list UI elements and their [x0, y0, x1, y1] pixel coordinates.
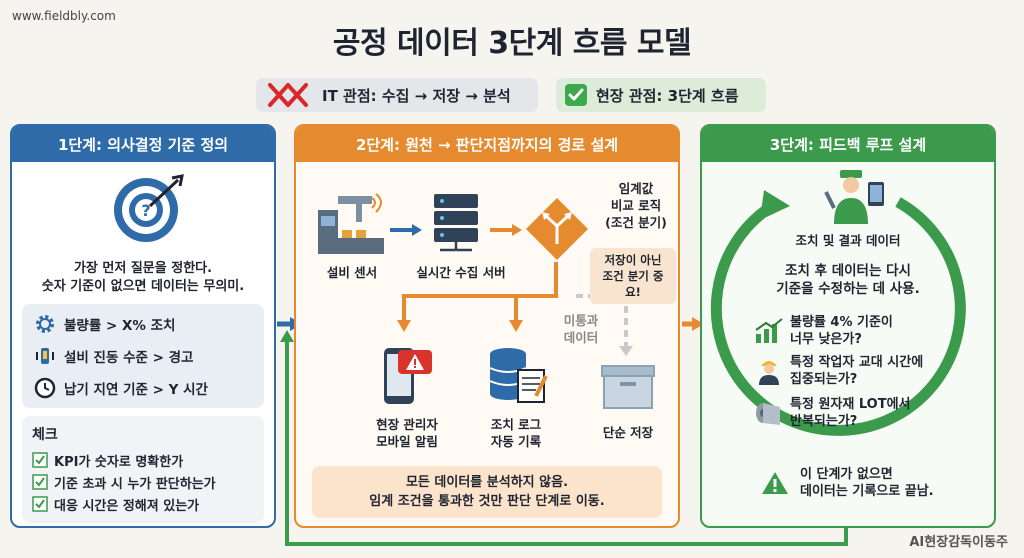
checklist-item: 기준 초과 시 누가 판단하는가: [32, 471, 254, 493]
database-log-icon: [489, 348, 548, 403]
q2-line-2: 집중되는가?: [790, 372, 858, 387]
it-view-chip: IT 관점: 수집 → 저장 → 분석: [256, 78, 538, 112]
note-line-2: 조건 분기 중요!: [602, 269, 664, 299]
feedback-question-2: 특정 작업자 교대 시간에 집중되는가?: [754, 354, 923, 388]
worker-icon: [759, 361, 779, 385]
stage3-warning: 이 단계가 없으면 데이터는 기록으로 끝남.: [760, 466, 934, 500]
summary-line-2: 임계 조건을 통과한 것만 판단 단계로 이동.: [369, 494, 605, 509]
log-line-1: 조치 로그: [490, 417, 542, 432]
warn-line-2: 데이터는 기록으로 끝남.: [800, 484, 934, 499]
log-line-2: 자동 기록: [490, 434, 542, 449]
warn-line-1: 이 단계가 없으면: [800, 467, 893, 482]
stage1-panel: 1단계: 의사결정 기준 정의 ? 가장 먼저 질문을 정한다. 숫자 기준이 …: [10, 124, 276, 528]
unpassed-data-label: 미통과 데이터: [546, 312, 616, 346]
checklist-item: 대응 시간은 정해져 있는가: [32, 493, 254, 515]
feedback-question-3: 특정 원자재 LOT에서 반복되는가?: [754, 396, 911, 430]
equipment-sensor-icon: [318, 193, 384, 254]
checklist: 체크 KPI가 숫자로 명확한가 기준 초과 시 누가 판단하는가 대응 시간은…: [22, 416, 264, 523]
stage3-header: 3단계: 피드백 루프 설계: [702, 126, 994, 162]
action-result-data-label: 조치 및 결과 데이터: [795, 233, 901, 248]
feedback-cycle-icon: [710, 190, 966, 436]
question-line-2: 숫자 기준이 없으면 데이터는 무의미.: [41, 279, 245, 294]
page-title: 공정 데이터 3단계 흐름 모델: [332, 26, 692, 61]
rule-defect-rate-text: 불량률 > X% 조치: [64, 318, 176, 334]
warning-icon: [762, 472, 788, 494]
desc-line-1: 조치 후 데이터는 다시: [785, 263, 911, 279]
server-icon: [434, 194, 478, 252]
threshold-logic-label: 임계값 비교 로직 (조건 분기): [596, 180, 676, 231]
material-roll-icon: [756, 403, 780, 425]
checkbox-checked-icon: [32, 474, 48, 490]
stage2-summary: 모든 데이터를 분석하지 않음. 임계 조건을 통과한 것만 판단 단계로 이동…: [312, 466, 662, 518]
q2-line-1: 특정 작업자 교대 시간에: [790, 355, 924, 370]
server-label: 실시간 수집 서버: [416, 265, 506, 280]
stage3-description: 조치 후 데이터는 다시 기준을 수정하는 데 사용.: [742, 262, 954, 298]
stage1-header: 1단계: 의사결정 기준 정의: [12, 126, 274, 162]
threshold-line-2: 비교 로직: [610, 198, 662, 213]
q1-line-2: 너무 낮은가?: [790, 332, 862, 347]
rule-delivery-delay-text: 납기 지연 기준 > Y 시간: [64, 382, 208, 398]
vibration-phone-icon: [36, 348, 54, 364]
sensor-label: 설비 센서: [326, 265, 378, 280]
unpassed-line-1: 미통과: [563, 313, 599, 328]
mobile-alert-label: 현장 관리자 모바일 알림: [352, 416, 462, 450]
note-line-1: 저장이 아닌: [604, 253, 662, 267]
clock-icon: [34, 377, 56, 399]
rule-delivery-delay: 납기 지연 기준 > Y 시간: [22, 372, 264, 404]
stage2-panel: 2단계: 원천 → 판단지점까지의 경로 설계 설비 센서 실시간 수집 서버: [294, 124, 680, 528]
gear-icon: [36, 315, 54, 333]
feedback-loop-arrowhead: [280, 330, 294, 342]
field-view-label: 현장 관점: 3단계 흐름: [596, 86, 739, 105]
svg-text:?: ?: [141, 201, 150, 220]
question-line-1: 가장 먼저 질문을 정한다.: [73, 261, 213, 276]
rule-defect-rate: 불량률 > X% 조치: [22, 308, 264, 340]
q1-line-1: 불량률 4% 기준이: [790, 315, 893, 330]
red-cross-icon: [268, 83, 308, 107]
alert-line-1: 현장 관리자: [376, 417, 438, 432]
simple-storage-label: 단순 저장: [602, 425, 654, 440]
rule-vibration-text: 설비 진동 수준 > 경고: [64, 350, 194, 366]
branch-importance-note: 저장이 아닌 조건 분기 중요!: [590, 248, 676, 304]
decision-rules: 불량률 > X% 조치 설비 진동 수준 > 경고 납기 지연 기준 > Y 시…: [22, 304, 264, 408]
unpassed-line-2: 데이터: [563, 330, 599, 345]
it-view-label: IT 관점: 수집 → 저장 → 분석: [322, 86, 511, 105]
action-log-label: 조치 로그 자동 기록: [466, 416, 566, 450]
stage2-header: 2단계: 원천 → 판단지점까지의 경로 설계: [296, 126, 678, 162]
checklist-item: KPI가 숫자로 명확한가: [32, 449, 254, 471]
rule-vibration: 설비 진동 수준 > 경고: [22, 340, 264, 372]
feedback-question-1: 불량률 4% 기준이 너무 낮은가?: [754, 314, 893, 348]
feedback-loop-line: [285, 340, 848, 546]
q3-line-2: 반복되는가?: [790, 414, 858, 429]
alert-line-2: 모바일 알림: [376, 434, 438, 449]
summary-line-1: 모든 데이터를 분석하지 않음.: [405, 475, 569, 490]
green-check-icon: [565, 84, 587, 106]
threshold-line-3: (조건 분기): [605, 215, 667, 230]
trend-chart-icon: [755, 318, 783, 343]
worker-tablet-icon: [824, 170, 884, 224]
checkbox-checked-icon: [32, 496, 48, 512]
storage-box-icon: [601, 365, 655, 409]
desc-line-2: 기준을 수정하는 데 사용.: [776, 281, 920, 297]
target-question-icon: ?: [114, 174, 184, 242]
checklist-title: 체크: [32, 427, 58, 443]
checklist-item-text: KPI가 숫자로 명확한가: [54, 454, 184, 470]
checklist-item-text: 대응 시간은 정해져 있는가: [54, 498, 200, 514]
q3-line-1: 특정 원자재 LOT에서: [790, 397, 911, 412]
checklist-item-text: 기준 초과 시 누가 판단하는가: [54, 476, 216, 492]
stage3-panel: 3단계: 피드백 루프 설계 조치 및 결과 데이터 조치 후 데이터는 다시 …: [700, 124, 996, 528]
field-view-chip: 현장 관점: 3단계 흐름: [556, 78, 766, 112]
threshold-line-1: 임계값: [618, 181, 654, 196]
decision-branch-icon: [526, 198, 588, 260]
checkbox-checked-icon: [32, 452, 48, 468]
site-url: www.fieldbly.com: [12, 9, 116, 23]
mobile-alert-icon: [384, 348, 432, 404]
author-watermark: AI현장감독이동주: [909, 535, 1008, 550]
